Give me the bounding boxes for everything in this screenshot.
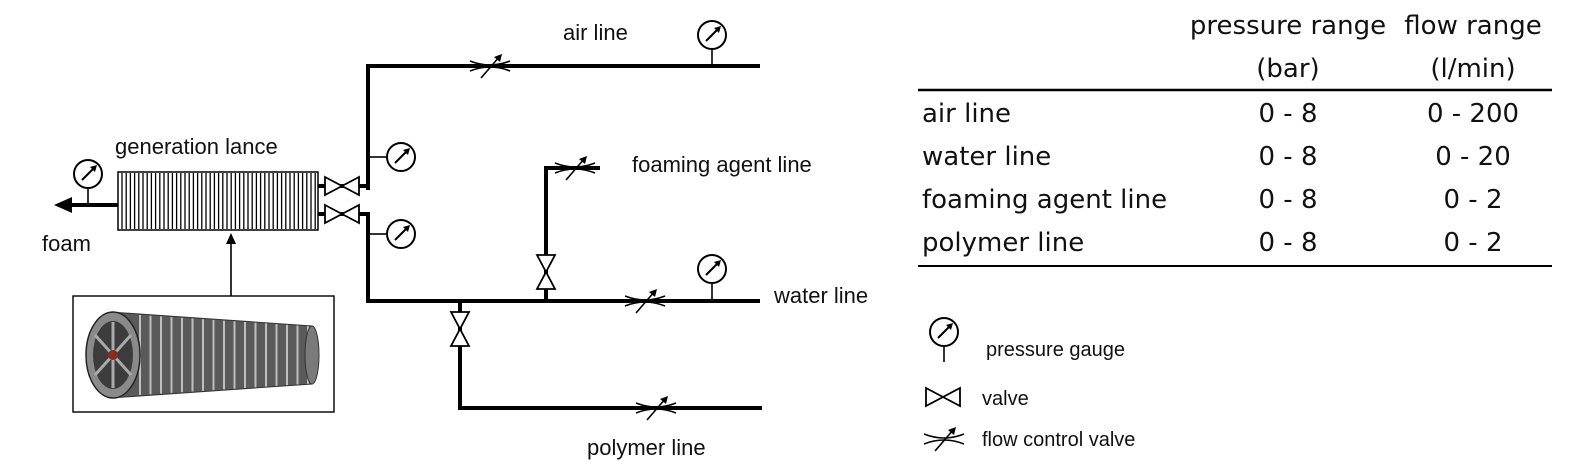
row-name-cell: water line <box>922 142 1051 172</box>
pressure-gauge-icon <box>386 219 416 249</box>
table-row: air line 0 - 8 0 - 200 <box>922 99 1519 129</box>
row-flow-cell: 0 - 2 <box>1444 185 1503 215</box>
legend-pressure-gauge-label: pressure gauge <box>986 339 1125 361</box>
row-pressure-cell: 0 - 8 <box>1259 99 1318 129</box>
row-pressure-cell: 0 - 8 <box>1259 185 1318 215</box>
polymer-line-label: polymer line <box>587 435 706 460</box>
foam-outlet <box>54 159 118 213</box>
lance-photo <box>72 233 335 413</box>
pressure-gauge-icon <box>697 254 727 284</box>
water-line-label: water line <box>773 283 868 308</box>
valve-icon <box>925 387 961 407</box>
legend-item-flow-control-valve: flow control valve <box>923 426 1135 452</box>
row-pressure-cell: 0 - 8 <box>1259 142 1318 172</box>
flow-control-valve-icon <box>923 426 965 452</box>
row-name-cell: polymer line <box>922 228 1084 258</box>
row-flow-cell: 0 - 2 <box>1444 228 1503 258</box>
row-pressure-cell: 0 - 8 <box>1259 228 1318 258</box>
air-line-label: air line <box>563 20 628 45</box>
valve-icon <box>536 254 556 290</box>
pressure-gauge-icon <box>929 317 959 347</box>
specs-table: pressure range (bar) flow range (l/min) … <box>918 11 1552 267</box>
table-row: water line 0 - 8 0 - 20 <box>922 142 1511 172</box>
pressure-gauge-icon <box>386 142 416 172</box>
valve-icon <box>324 176 360 196</box>
foaming-agent-line-label: foaming agent line <box>632 152 812 177</box>
row-name-cell: foaming agent line <box>922 185 1167 215</box>
table-row: foaming agent line 0 - 8 0 - 2 <box>922 185 1503 215</box>
pressure-gauge-icon <box>73 159 103 189</box>
header-flow-range: flow range <box>1404 11 1541 41</box>
generation-lance-label: generation lance <box>115 134 278 159</box>
valve-icon <box>450 311 470 347</box>
row-flow-cell: 0 - 20 <box>1435 142 1511 172</box>
header-flow-unit: (l/min) <box>1430 54 1515 84</box>
piping <box>318 50 762 410</box>
generation-lance <box>117 171 319 231</box>
legend: pressure gauge valve flow control valve <box>923 317 1135 452</box>
row-flow-cell: 0 - 200 <box>1427 99 1519 129</box>
row-name-cell: air line <box>922 99 1011 129</box>
table-row: polymer line 0 - 8 0 - 2 <box>922 228 1503 258</box>
foam-label: foam <box>42 231 91 256</box>
valve-icon <box>324 204 360 224</box>
legend-valve-label: valve <box>982 388 1029 410</box>
pressure-gauge-icon <box>697 20 727 50</box>
legend-flow-control-valve-label: flow control valve <box>982 429 1135 451</box>
legend-item-pressure-gauge: pressure gauge <box>929 317 1125 362</box>
header-pressure-range: pressure range <box>1190 11 1386 41</box>
header-pressure-unit: (bar) <box>1256 54 1319 84</box>
legend-item-valve: valve <box>925 387 1029 410</box>
